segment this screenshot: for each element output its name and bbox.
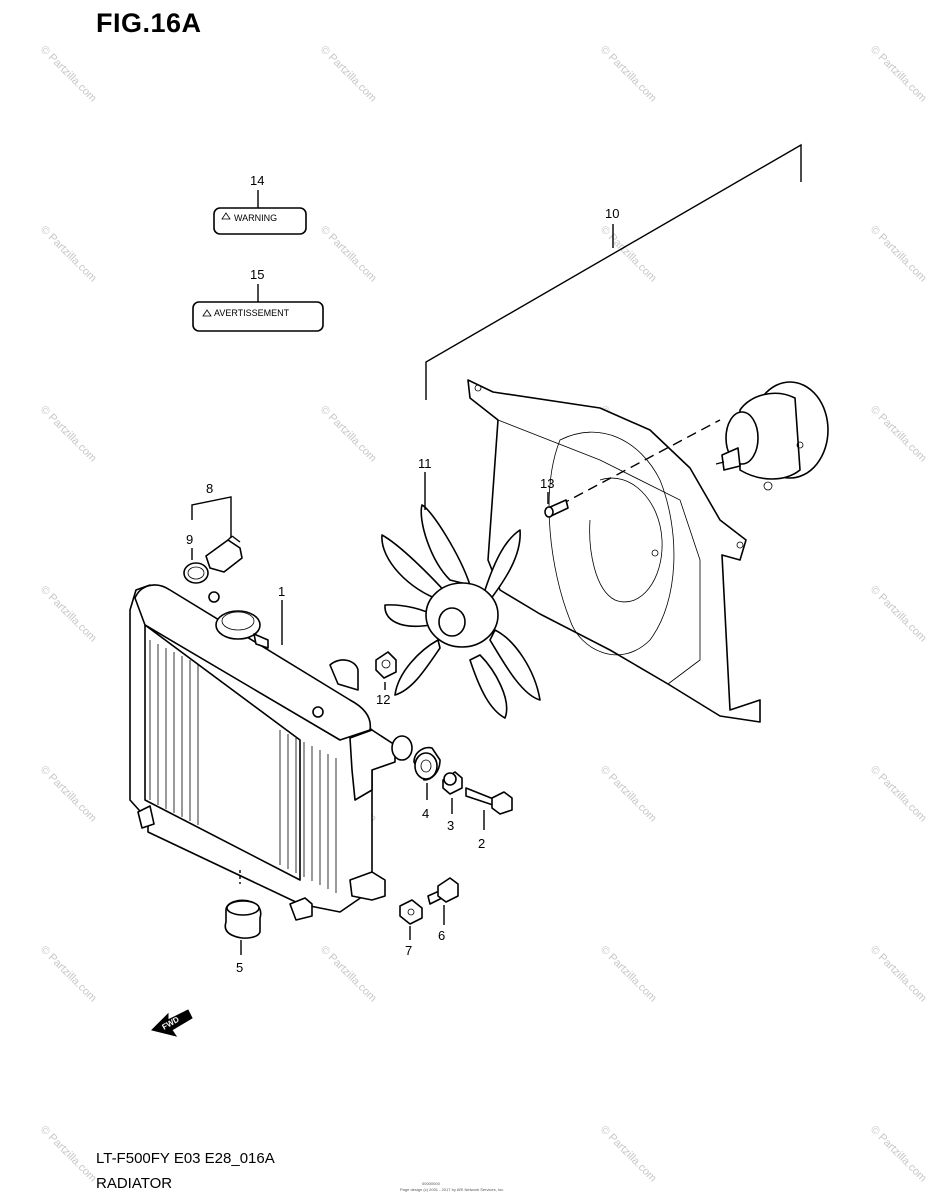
watermark: © Partzilla.com: [868, 224, 927, 285]
fan-switch-part[interactable]: [205, 535, 243, 573]
part-number-7[interactable]: 7: [405, 943, 412, 958]
radiator-part[interactable]: [129, 584, 413, 921]
part-number-6[interactable]: 6: [438, 928, 445, 943]
watermark: © Partzilla.com: [318, 224, 379, 285]
part-number-10[interactable]: 10: [605, 206, 619, 221]
part-number-15[interactable]: 15: [250, 267, 264, 282]
o-ring-part[interactable]: [183, 562, 209, 584]
part-number-4[interactable]: 4: [422, 806, 429, 821]
watermark: © Partzilla.com: [868, 584, 927, 645]
part-number-5[interactable]: 5: [236, 960, 243, 975]
bolt-part[interactable]: [465, 787, 513, 815]
warning-label-text: WARNING: [234, 213, 277, 223]
figure-title: FIG.16A: [96, 8, 202, 38]
part-number-8[interactable]: 8: [206, 481, 213, 496]
watermark: © Partzilla.com: [598, 1124, 659, 1185]
part-number-3[interactable]: 3: [447, 818, 454, 833]
watermark: © Partzilla.com: [318, 44, 379, 105]
watermark: © Partzilla.com: [38, 44, 99, 105]
footer-figure-name: RADIATOR: [96, 1175, 173, 1192]
part-number-13[interactable]: 13: [540, 476, 554, 491]
fine-print-copyright: Page design (c) 2001 - 2017 by ARI Netwo…: [400, 1187, 505, 1192]
grommet-part[interactable]: [413, 746, 441, 781]
watermark: © Partzilla.com: [38, 944, 99, 1005]
watermark: © Partzilla.com: [868, 1124, 927, 1185]
watermark: © Partzilla.com: [38, 404, 99, 465]
avertissement-label-text: AVERTISSEMENT: [214, 308, 290, 318]
part-number-2[interactable]: 2: [478, 836, 485, 851]
fan-blade-part[interactable]: [381, 504, 541, 719]
collar-part[interactable]: [442, 771, 463, 795]
rubber-mount-part[interactable]: [224, 899, 262, 939]
footer-model-code: LT-F500FY E03 E28_016A: [96, 1150, 275, 1167]
fan-assembly-bracket: [425, 143, 802, 400]
screw-part[interactable]: [544, 499, 569, 518]
forward-direction-arrow: FWD: [151, 1009, 193, 1037]
watermark: © Partzilla.com: [868, 44, 927, 105]
part-number-12[interactable]: 12: [376, 692, 390, 707]
watermark: © Partzilla.com: [868, 764, 927, 825]
watermark: © Partzilla.com: [318, 404, 379, 465]
part-number-11[interactable]: 11: [418, 456, 432, 471]
part-number-9[interactable]: 9: [186, 532, 193, 547]
watermark: © Partzilla.com: [38, 764, 99, 825]
fine-print-code: 00000000: [422, 1181, 440, 1186]
warning-label-part[interactable]: WARNING: [213, 207, 307, 235]
part-number-1[interactable]: 1: [278, 584, 285, 599]
washer-bolt-part[interactable]: [427, 877, 459, 905]
watermark: © Partzilla.com: [868, 944, 927, 1005]
watermark: © Partzilla.com: [598, 764, 659, 825]
avertissement-label-part[interactable]: AVERTISSEMENT: [192, 301, 324, 332]
watermark: © Partzilla.com: [598, 44, 659, 105]
watermark: © Partzilla.com: [38, 224, 99, 285]
watermark: © Partzilla.com: [868, 404, 927, 465]
watermark: © Partzilla.com: [598, 944, 659, 1005]
clip-nut-part[interactable]: [399, 899, 423, 925]
watermark: © Partzilla.com: [38, 584, 99, 645]
watermark: © Partzilla.com: [318, 944, 379, 1005]
part-number-14[interactable]: 14: [250, 173, 264, 188]
radiator-core-fins: [149, 640, 337, 893]
fan-motor-part[interactable]: [715, 381, 829, 491]
watermark: © Partzilla.com: [38, 1124, 99, 1185]
nut-part[interactable]: [375, 651, 397, 679]
